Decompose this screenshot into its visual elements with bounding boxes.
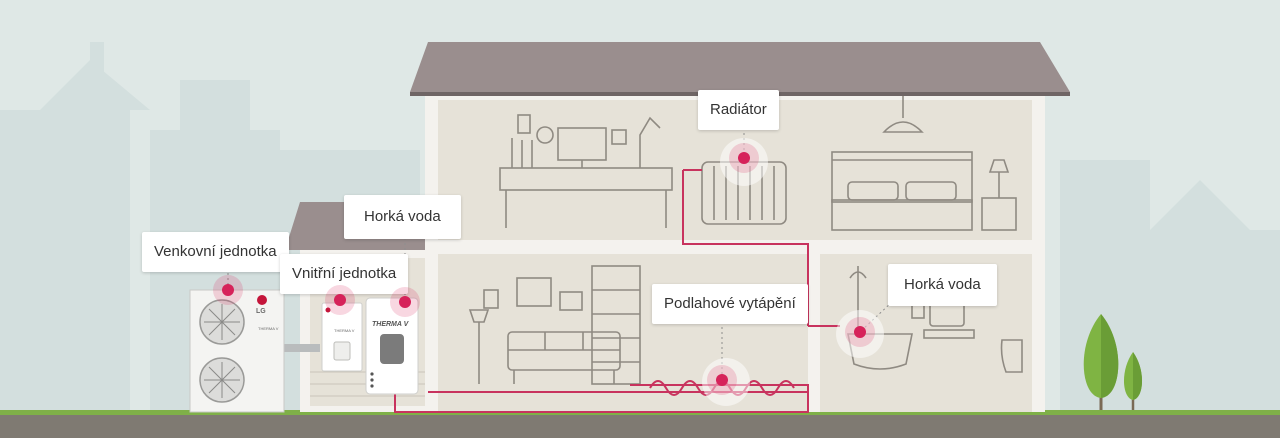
label-outdoor-unit: Venkovní jednotka [142, 232, 289, 272]
label-indoor-unit: Vnitřní jednotka [280, 254, 409, 294]
hot-water-tank [365, 297, 419, 395]
label-hot-water-tank: Horká voda [344, 195, 461, 239]
label-floor-heating: Podlahové vytápění [652, 284, 808, 324]
ground [0, 415, 1280, 438]
outdoor-unit [189, 289, 285, 413]
label-radiator: Radiátor [698, 90, 779, 130]
hotspot-indoor-unit[interactable] [325, 285, 355, 315]
living-room [438, 254, 808, 412]
outdoor-product-text: THERMA V [258, 326, 279, 331]
lg-logo-text: LG [256, 308, 266, 315]
hotspot-radiator[interactable] [729, 143, 759, 173]
hotspot-hot-water-tank[interactable] [390, 287, 420, 317]
hotspot-hot-water-bathroom[interactable] [845, 317, 875, 347]
furniture-lineart [468, 96, 1023, 385]
label-hot-water-bathroom: Horká voda [888, 264, 997, 306]
trees [1083, 314, 1143, 410]
hotspot-outdoor-unit[interactable] [213, 275, 243, 305]
connection-pipe [280, 344, 320, 352]
indoor-product-text: THERMA V [334, 328, 355, 333]
hotspot-floor-heating[interactable] [707, 365, 737, 395]
indoor-unit [321, 302, 363, 372]
tank-product-text: THERMA V [372, 321, 410, 328]
